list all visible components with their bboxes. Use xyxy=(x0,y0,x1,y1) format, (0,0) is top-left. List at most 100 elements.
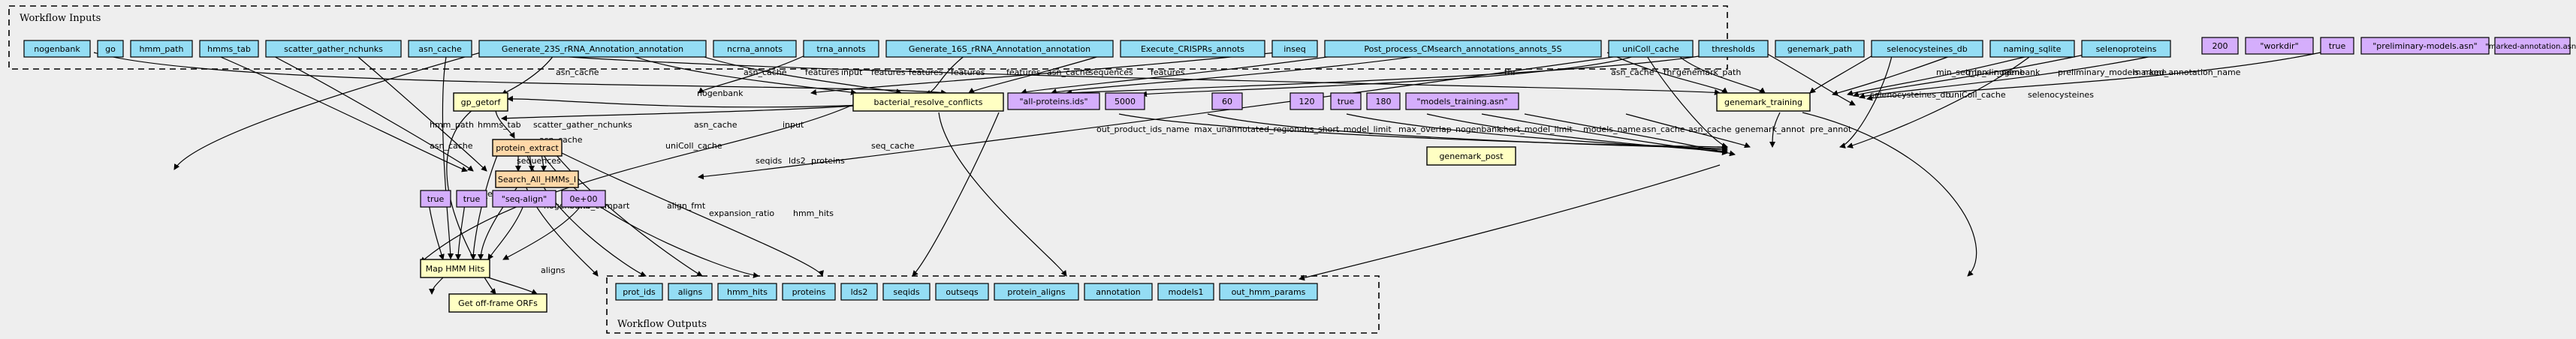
output-node-lds2[interactable]: lds2 xyxy=(840,283,878,301)
step-get-off-frame[interactable]: Get off-frame ORFs xyxy=(448,293,547,313)
const-60[interactable]: 60 xyxy=(1211,92,1243,110)
output-hmm-hits-label: hmm_hits xyxy=(727,287,768,297)
edge-maphmm-aligns xyxy=(487,277,538,295)
mid-constants: "all-proteins.ids" 5000 60 120 true 180 … xyxy=(420,92,1519,208)
label-asn-cache-7: asn_cache xyxy=(430,141,473,151)
const-5000[interactable]: 5000 xyxy=(1105,92,1145,110)
input-node-unicoll-cache[interactable]: uniColl_cache xyxy=(1608,40,1694,58)
const-0e00[interactable]: 0e+00 xyxy=(561,190,606,208)
const-200[interactable]: 200 xyxy=(2201,37,2239,55)
output-node-out-hmm-params[interactable]: out_hmm_params xyxy=(1219,283,1318,301)
label-asn-cache-4: asn_cache xyxy=(1611,68,1654,77)
label-preliminary-models-name: preliminary_models_name xyxy=(2058,68,2167,77)
inputs-cluster-label: Workflow Inputs xyxy=(20,13,101,24)
step-genemark-post[interactable]: genemark_post xyxy=(1426,146,1516,166)
const-true-top[interactable]: true xyxy=(2320,37,2354,55)
edge-thresholds-training xyxy=(1606,52,1728,94)
input-node-trna-annots[interactable]: trna_annots xyxy=(803,40,879,58)
input-node-selenoproteins[interactable]: selenoproteins xyxy=(2081,40,2171,58)
const-true-mid[interactable]: true xyxy=(1330,92,1362,110)
inputs-cluster: Workflow Inputs xyxy=(8,5,1728,70)
label-max-overlap: max_overlap xyxy=(1398,124,1452,134)
output-node-protein-aligns[interactable]: protein_aligns xyxy=(994,283,1079,301)
label-marked-annotation-name: marked_annotation_name xyxy=(2133,68,2241,77)
input-scatter-gather-label: scatter_gather_nchunks xyxy=(284,44,383,54)
input-node-cmsearch[interactable]: Post_process_CMsearch_annotations_annots… xyxy=(1324,40,1602,58)
edge-truemid-post xyxy=(1481,113,1728,156)
const-models-training-label: "models_training.asn" xyxy=(1416,97,1507,106)
const-models-training[interactable]: "models_training.asn" xyxy=(1405,92,1519,110)
input-genemark-path-label: genemark_path xyxy=(1787,44,1852,54)
input-cmsearch-label: Post_process_CMsearch_annotations_annots… xyxy=(1364,44,1561,54)
output-node-annotation[interactable]: annotation xyxy=(1084,283,1153,301)
output-node-models1[interactable]: models1 xyxy=(1157,283,1214,301)
output-node-aligns[interactable]: aligns xyxy=(668,283,713,301)
edge-bacterial-annotation xyxy=(938,112,1067,277)
edge-marked-training xyxy=(1866,52,2321,101)
edge-modelstraining-post xyxy=(1625,113,1751,148)
const-workdir[interactable]: "workdir" xyxy=(2245,37,2314,55)
step-bacterial-label: bacterial_resolve_conflicts xyxy=(874,98,983,107)
input-node-thresholds[interactable]: thresholds xyxy=(1698,40,1769,58)
input-node-asn-cache[interactable]: asn_cache xyxy=(408,40,472,58)
edge-bacterial-maphmm xyxy=(420,104,853,263)
input-node-hmm-path[interactable]: hmm_path xyxy=(130,40,193,58)
input-node-16s[interactable]: Generate_16S_rRNA_Annotation_annotation xyxy=(885,40,1114,58)
input-node-crispr[interactable]: Execute_CRISPRs_annots xyxy=(1120,40,1265,58)
input-node-naming-sqlite[interactable]: naming_sqlite xyxy=(1989,40,2075,58)
const-marked[interactable]: "marked-annotation.asn" xyxy=(2485,37,2576,55)
step-protein-extract[interactable]: protein_extract xyxy=(492,139,563,157)
const-seq-align[interactable]: "seq-align" xyxy=(492,190,557,208)
output-node-outseqs[interactable]: outseqs xyxy=(935,283,989,301)
step-gp-getorf-label: gp_getorf xyxy=(461,98,502,107)
label-aligns: aligns xyxy=(541,266,566,275)
edge-hmmpath-long xyxy=(93,52,947,96)
label-features-4: features xyxy=(951,68,985,77)
label-selenocysteines: selenocysteines xyxy=(2028,90,2094,100)
edge-genemarkpath-training xyxy=(1674,52,1766,94)
step-search-all-hmms-label: Search_All_HMMs_I xyxy=(498,175,576,184)
input-selenoproteins-label: selenoproteins xyxy=(2096,44,2157,54)
step-map-hmm-hits[interactable]: Map HMM Hits xyxy=(420,259,490,278)
edge-selenoprot-training xyxy=(1809,52,1878,94)
step-search-all-hmms[interactable]: Search_All_HMMs_I xyxy=(495,170,579,188)
const-workdir-label: "workdir" xyxy=(2260,41,2298,51)
step-genemark-training[interactable]: genemark_training xyxy=(1716,92,1811,112)
const-true-b[interactable]: true xyxy=(456,190,487,208)
input-node-hmms-tab[interactable]: hmms_tab xyxy=(199,40,259,58)
edge-training-outhmm xyxy=(1802,112,1977,277)
input-nodes: nogenbank go hmm_path hmms_tab scatter_g… xyxy=(23,40,2171,58)
input-naming-sqlite-label: naming_sqlite xyxy=(2004,44,2062,54)
input-node-scatter-gather-nchunks[interactable]: scatter_gather_nchunks xyxy=(265,40,402,58)
input-node-nogenbank[interactable]: nogenbank xyxy=(23,40,91,58)
label-sequences-2: sequences xyxy=(517,156,561,166)
input-asn-cache-label: asn_cache xyxy=(418,44,462,54)
input-node-genemark-path[interactable]: genemark_path xyxy=(1775,40,1865,58)
step-gp-getorf[interactable]: gp_getorf xyxy=(453,92,508,112)
const-true-a[interactable]: true xyxy=(420,190,451,208)
const-all-proteins-label: "all-proteins.ids" xyxy=(1019,97,1087,106)
output-node-hmm-hits[interactable]: hmm_hits xyxy=(717,283,777,301)
output-node-proteins[interactable]: proteins xyxy=(782,283,836,301)
input-hmm-path-label: hmm_path xyxy=(140,44,184,54)
edge-asncache-maphmm xyxy=(442,52,454,260)
output-node-seqids[interactable]: seqids xyxy=(882,283,931,301)
input-node-ncrna-annots[interactable]: ncrna_annots xyxy=(713,40,797,58)
const-all-proteins[interactable]: "all-proteins.ids" xyxy=(1007,92,1100,110)
step-bacterial-resolve-conflicts[interactable]: bacterial_resolve_conflicts xyxy=(852,92,1004,112)
output-node-prot-ids[interactable]: prot_ids xyxy=(615,283,663,301)
const-180[interactable]: 180 xyxy=(1366,92,1401,110)
const-prelim[interactable]: "preliminary-models.asn" xyxy=(2360,37,2490,55)
edge-16s-bacterial xyxy=(968,52,1112,94)
edge-asncache-bacterial xyxy=(698,52,812,94)
input-node-23s[interactable]: Generate_23S_rRNA_Annotation_annotation xyxy=(478,40,707,58)
label-max-unannotated: max_unannotated_region xyxy=(1194,124,1299,134)
output-prot-ids-label: prot_ids xyxy=(623,287,656,297)
label-asn-cache-5: asn_cache xyxy=(694,120,738,130)
input-node-inseq[interactable]: inseq xyxy=(1271,40,1318,58)
const-180-label: 180 xyxy=(1376,97,1392,106)
input-node-selenocysteines-db[interactable]: selenocysteines_db xyxy=(1871,40,1983,58)
const-120[interactable]: 120 xyxy=(1290,92,1324,110)
input-node-go[interactable]: go xyxy=(97,40,124,58)
